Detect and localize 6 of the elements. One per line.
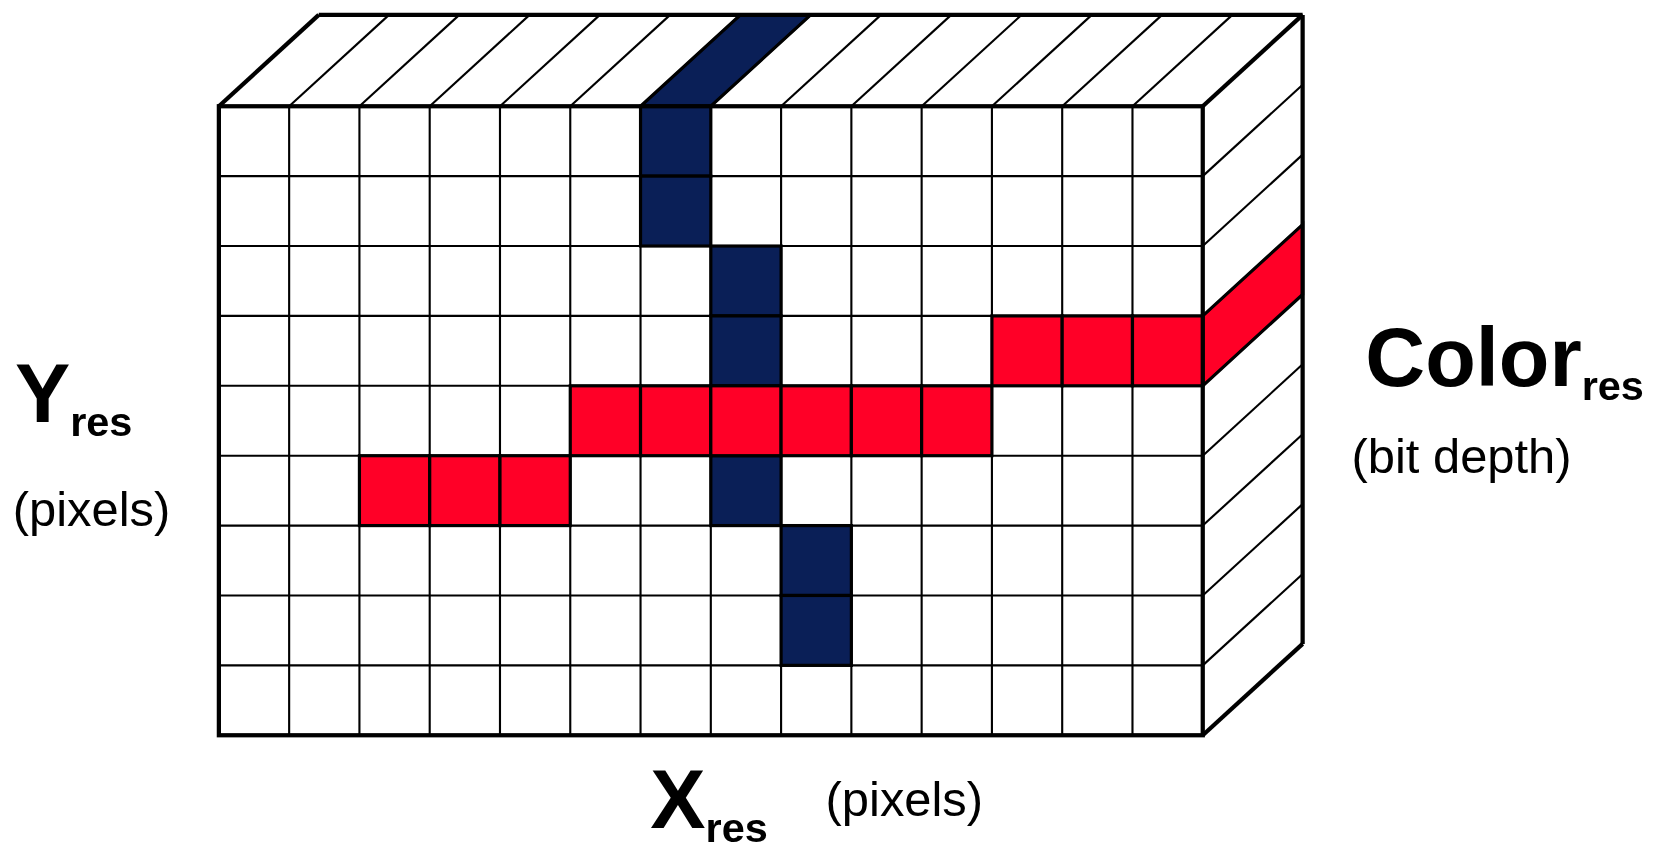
axis-label: X$_{res}$ xyxy=(650,756,768,851)
axis-label: Color$_{res}$ xyxy=(1365,314,1644,409)
axis-label: Y$_{res}$ xyxy=(14,350,133,445)
unit-label: (bit depth) xyxy=(1351,430,1572,482)
unit-label: (pixels) xyxy=(825,773,984,825)
unit-label: (pixels) xyxy=(12,483,171,535)
